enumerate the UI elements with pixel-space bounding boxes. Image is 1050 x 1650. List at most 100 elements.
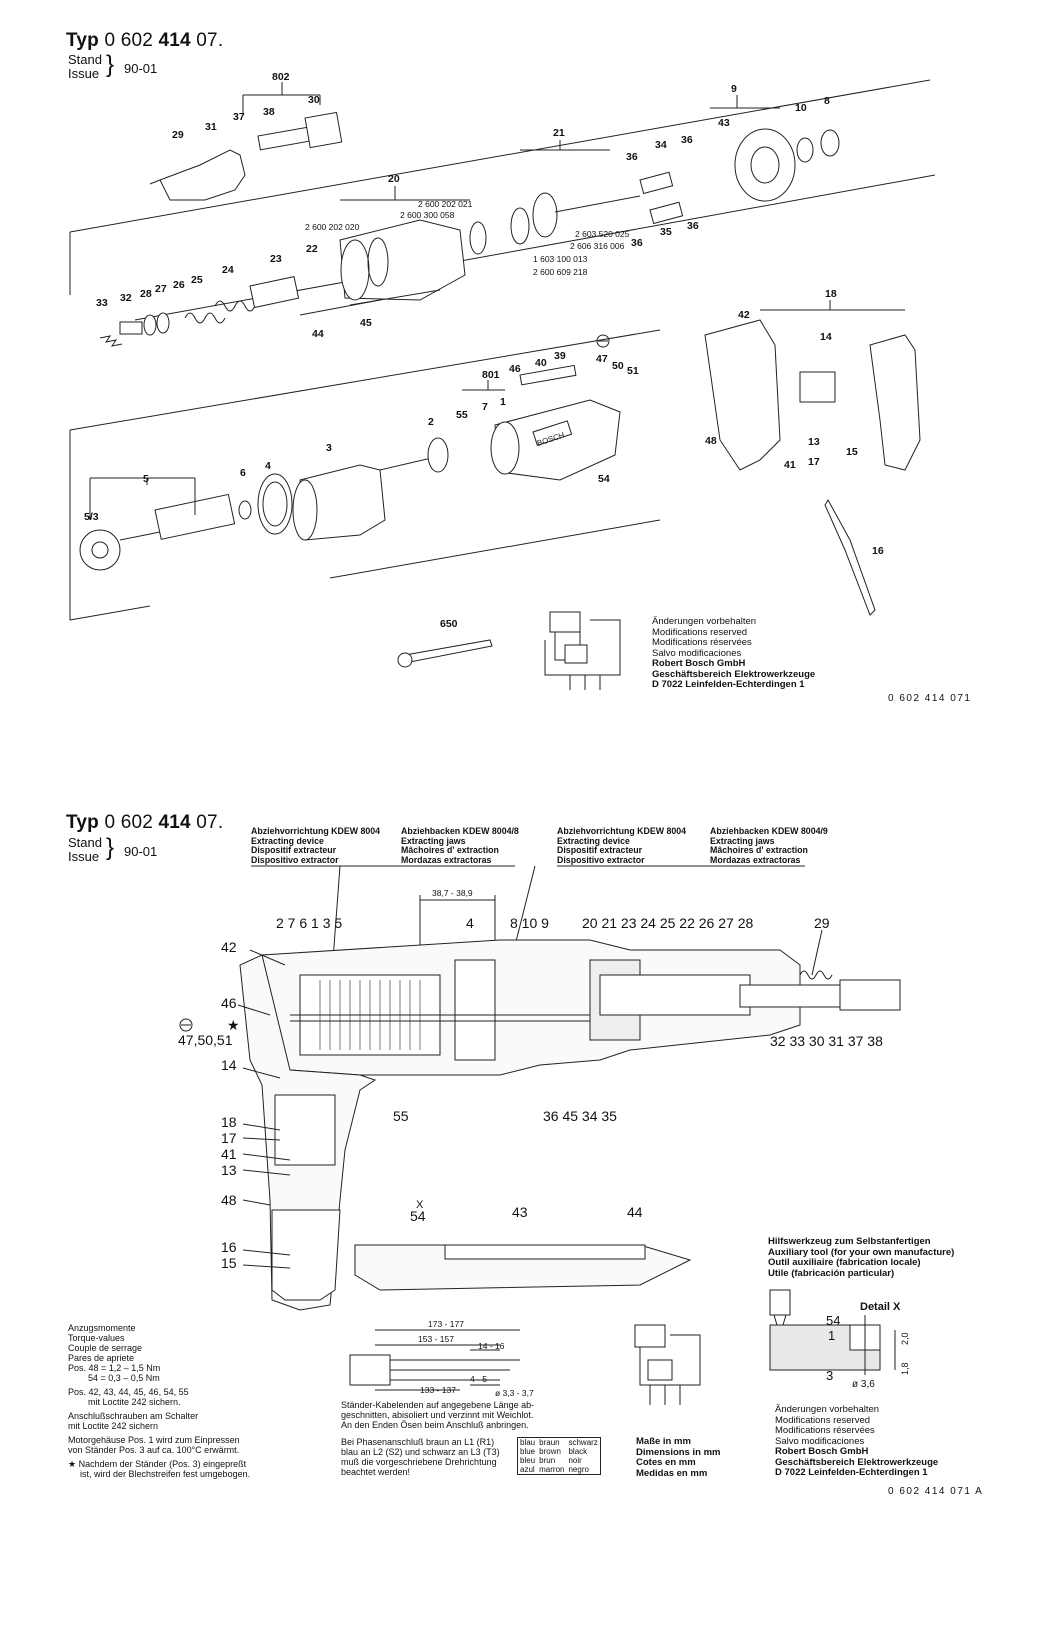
phase-note-line: muß die vorgeschriebene Drehrichtung [341,1457,497,1467]
label-43: 43 [718,117,730,129]
torque-line: 54 = 0,3 – 0,5 Nm [88,1373,160,1383]
label-37: 37 [233,111,245,123]
color-cell: azul [520,1465,535,1474]
label-32: 32 [120,292,132,304]
sheet1-part-labels: 802 38 37 30 31 29 20 22 23 24 25 26 27 … [84,71,884,630]
label-35: 35 [660,226,672,238]
gear-shape [532,192,558,238]
label-54: 54 [410,1208,426,1224]
labels-36-35: 36 45 34 35 [543,1108,617,1124]
label-46: 46 [221,995,237,1011]
color-cell: negro [568,1465,589,1474]
label-30: 30 [308,94,320,106]
label-17: 17 [808,456,820,468]
label-13: 13 [808,436,820,448]
exploded-drawing: BOSCH [69,71,936,690]
torque-line: mit Loctite 242 sichern [68,1421,159,1431]
label-41: 41 [221,1146,237,1162]
issue-label: Issue [68,849,100,864]
phase-note: Bei Phasenanschluß braun an L1 (R1) blau… [341,1437,511,1477]
type-number-a: 0 602 [104,812,153,833]
ground-icon [179,1018,193,1032]
label-51: 51 [627,365,639,377]
color-cell: schwarz [568,1438,598,1447]
cable-note-line: geschnitten, abisoliert und verzinnt mit… [341,1410,534,1420]
sp-2600300058: 2 600 300 058 [400,210,455,220]
label-1: 1 [500,396,506,408]
stand-label: Stand [68,52,102,67]
sp-2606316006: 2 606 316 006 [570,241,625,251]
sp-2603520025: 2 603 520 025 [575,229,630,239]
label-18: 18 [221,1114,237,1130]
labels-8-10-9: 8 10 9 [510,915,549,931]
label-47-50-51: 47,50,51 [178,1032,233,1048]
label-13: 13 [221,1162,237,1178]
label-6: 6 [240,467,246,479]
torque-line: von Ständer Pos. 3 auf ca. 100°C erwärmt… [68,1445,240,1455]
label-801: 801 [482,369,500,381]
ext-line: Mâchoires d' extraction [401,845,499,856]
phase-note-line: Bei Phasenanschluß braun an L1 (R1) [341,1437,495,1447]
labels-32-38: 32 33 30 31 37 38 [770,1033,883,1049]
color-cell: blau [520,1438,536,1447]
cable-note-line: Ständer-Kabelenden auf angegebene Länge … [341,1400,535,1410]
label-44: 44 [627,1204,643,1220]
label-2: 2 [428,416,434,428]
label-54: 54 [598,473,610,485]
detail-x-labels: Detail X 54 1 3 ø 3,6 2,0 1,8 [826,1301,910,1390]
label-24: 24 [222,264,234,276]
cable-plug-shape [349,1354,391,1386]
torque-line: Torque-values [68,1333,125,1343]
doc-number: 0 602 414 071 [888,693,972,704]
star-icon: ★ [68,1459,79,1469]
detail-3: 3 [826,1368,833,1383]
notice-line: Modifications réservées [775,1425,875,1436]
dims-labels: 38,7 - 38,9 173 - 177 153 - 157 14 - 16 … [418,888,534,1398]
label-41: 41 [784,459,796,471]
sp-2600202020: 2 600 202 020 [305,222,360,232]
company-line: Geschäftsbereich Elektrowerkzeuge [652,668,816,680]
type-number-a: 0 602 [104,30,153,51]
ext-line: Extracting jaws [401,835,466,846]
dim-133: 133 - 137 [420,1385,456,1395]
label-20: 20 [388,173,400,185]
company-line: Robert Bosch GmbH [652,658,746,669]
notice-line: Änderungen vorbehalten [652,616,757,627]
color-cell: marron [539,1465,565,1474]
type-number-c: 07. [196,30,224,51]
sp-2600609218: 2 600 609 218 [533,267,588,277]
label-44: 44 [312,328,324,340]
service-part-numbers: 2 600 202 021 2 600 300 058 2 600 202 02… [305,199,630,277]
label-36a: 36 [626,151,638,163]
ext-line: Dispositif extracteur [557,845,643,856]
label-15: 15 [846,446,858,458]
ext-line: Extracting jaws [710,835,775,846]
ground-icon [596,334,610,348]
torque-line: ist, wird der Blechstreifen fest umgebog… [80,1469,251,1479]
ext-line: Extracting device [251,835,324,846]
label-3: 3 [326,442,332,454]
label-33: 33 [96,297,108,309]
label-22: 22 [306,243,318,255]
label-14: 14 [820,331,832,343]
label-650: 650 [440,618,458,630]
label-50: 50 [612,360,624,372]
ext-line: Mordazas extractoras [710,854,801,865]
plane-line [69,79,931,233]
ext-line: Dispositif extracteur [251,845,337,856]
dims-line: Dimensions in mm [636,1446,721,1458]
torque-line: Anschlußschrauben am Schalter [68,1411,199,1421]
label-16: 16 [221,1239,237,1255]
label-5-3: 5/3 [84,511,99,523]
torque-line: Pares de apriete [68,1353,135,1363]
label-802: 802 [272,71,290,83]
label-27: 27 [155,283,167,295]
cable-note-line: An den Enden Ösen beim Anschluß anbringe… [341,1420,529,1430]
brace-icon: } [106,834,115,861]
label-45: 45 [360,317,372,329]
wiring-coil-shape [549,611,581,633]
armature-shape [154,493,236,540]
label-28: 28 [140,288,152,300]
label-21: 21 [553,127,565,139]
